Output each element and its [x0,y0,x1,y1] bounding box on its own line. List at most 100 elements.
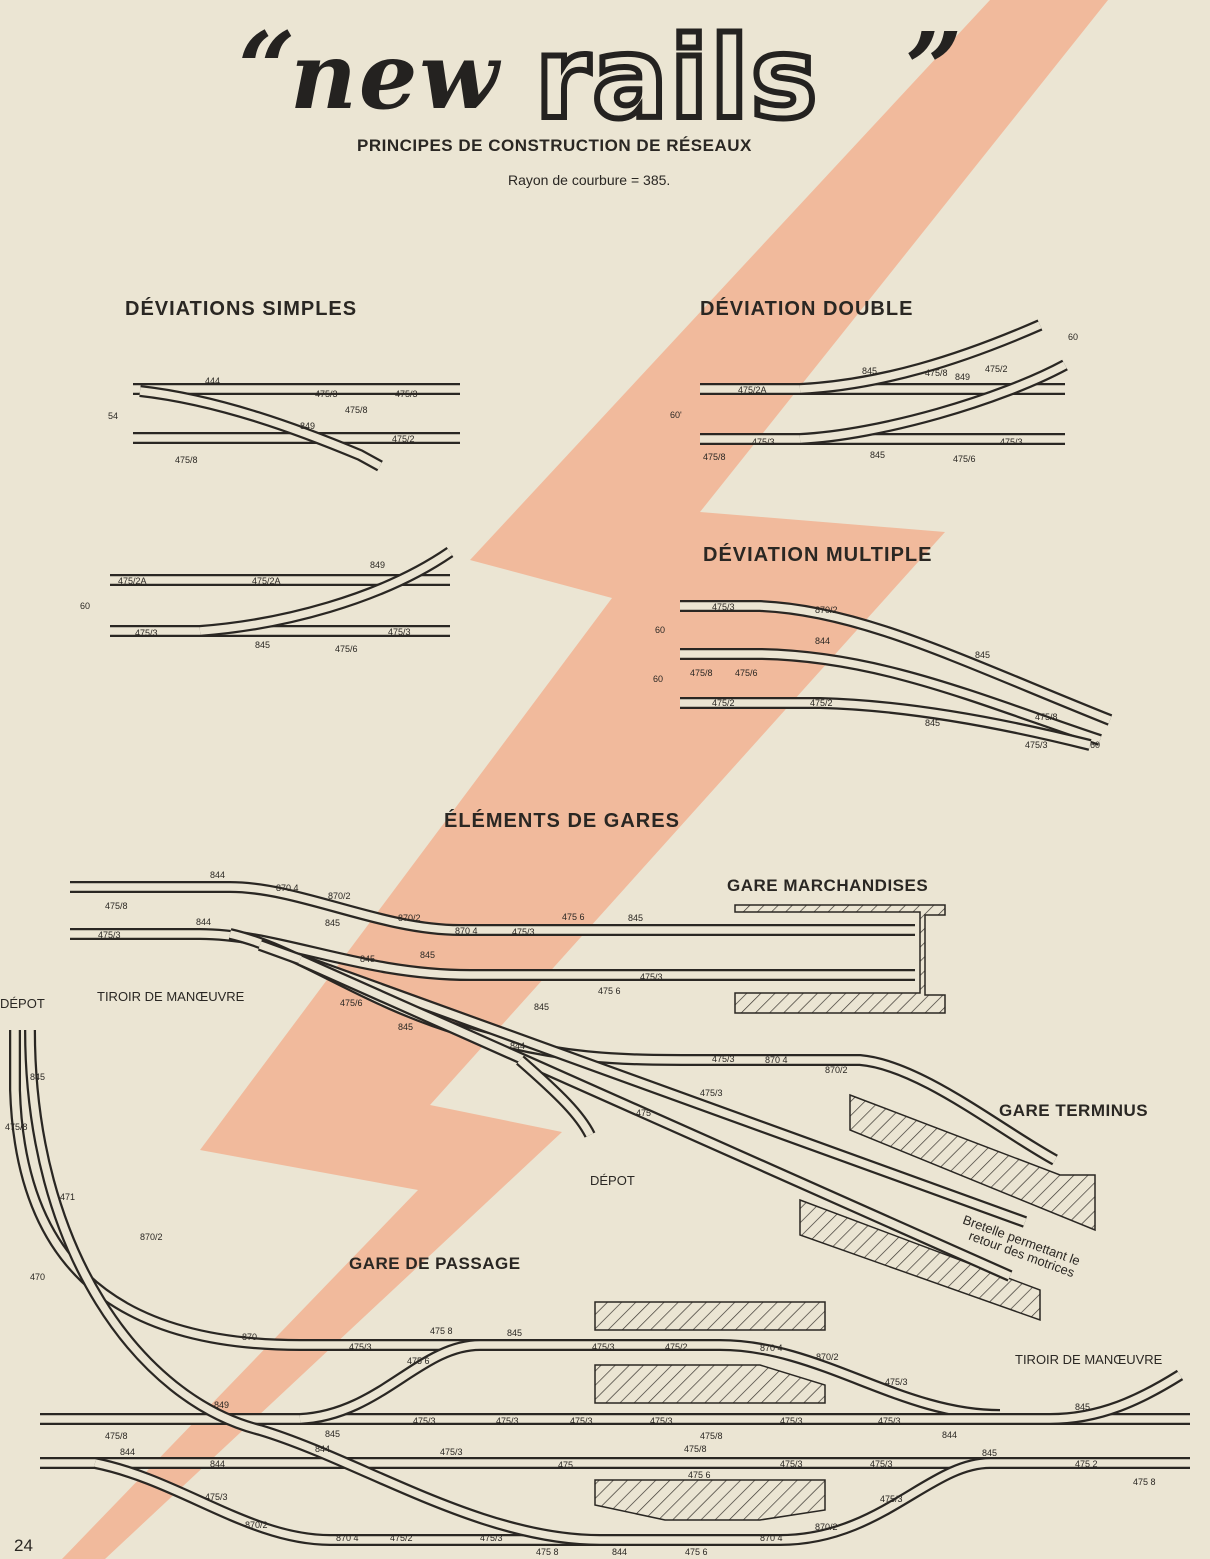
heading-gare-terminus: GARE TERMINUS [999,1101,1149,1120]
track-piece-label: 54 [108,411,118,421]
track-piece-label: 845 [975,650,990,660]
platforms [594,904,1096,1521]
track-segment [258,941,1027,1226]
subtitle: PRINCIPES DE CONSTRUCTION DE RÉSEAUX [357,136,752,155]
track-piece-label: 845 [1075,1402,1090,1412]
track-piece-label: 870/2 [398,913,421,923]
track-piece-label: 475/2 [712,698,735,708]
track-piece-label: 845 [870,450,885,460]
track-piece-label: 471 [60,1192,75,1202]
track-segment [199,548,453,635]
track-segment [517,1057,594,1137]
track-piece-label: 475/2 [665,1342,688,1352]
track-piece-label: 844 [196,917,211,927]
track-piece-label: 845 [30,1072,45,1082]
radius-note: Rayon de courbure = 385. [508,172,671,188]
track-piece-label: 870/2 [815,605,838,615]
track-segment [680,650,1102,744]
track-piece-label: 475/8 [690,668,713,678]
track-piece-label: 444 [205,376,220,386]
track-piece-label: 475/3 [592,1342,615,1352]
track-segment [139,387,382,470]
track-piece-label: 475/3 [878,1416,901,1426]
track-piece-label: 844 [612,1547,627,1557]
track-piece-label: 475/2 [985,364,1008,374]
open-quote: “ [238,10,296,128]
track-piece-label: 844 [510,1041,525,1051]
title-new: new [290,22,501,130]
lightning-bolt [62,0,1108,1559]
track-piece-label: 475/8 [1035,712,1058,722]
track-piece-label: 870/2 [816,1352,839,1362]
track-segment [680,699,1091,749]
track-piece-label: 475/3 [570,1416,593,1426]
page-number: 24 [14,1536,33,1555]
track-labels: 444 475/3 475/3 475/8 54 849 475/2 475/8 475/2A 4… [5,332,1156,1557]
track-segment [799,361,1067,443]
track-piece-label: 475/3 [752,437,775,447]
track-piece-label: 870/2 [815,1522,838,1532]
track-piece-label: 475/3 [780,1416,803,1426]
track-piece-label: 870 4 [760,1533,783,1543]
track-piece-label: 60 [1090,740,1100,750]
track-piece-label: 475/2A [252,576,281,586]
tiroir-label: TIROIR DE MANŒUVRE [1015,1352,1163,1367]
track-piece-label: 845 [507,1328,522,1338]
tracks [9,319,1190,1546]
track-piece-label: 870 4 [336,1533,359,1543]
track-piece-label: 475 [558,1460,573,1470]
track-piece-label: 475/3 [315,389,338,399]
track-piece-label: 844 [210,1459,225,1469]
track-piece-label: 60 [80,601,90,611]
track-piece-label: 870/2 [140,1232,163,1242]
track-piece-label: 475 8 [430,1326,453,1336]
track-piece-label: 475/3 [349,1342,372,1352]
track-piece-label: 845 [534,1002,549,1012]
track-piece-label: 475 2 [1075,1459,1098,1469]
tiroir-label: TIROIR DE MANŒUVRE [97,989,245,1004]
track-piece-label: 475/6 [340,998,363,1008]
track-piece-label: 475/3 [885,1377,908,1387]
track-segment [298,956,1012,1280]
track-segment [94,1459,991,1544]
track-piece-label: 870 [242,1332,257,1342]
depot-label: DÉPOT [0,996,45,1011]
track-segment [799,321,1042,393]
track-piece-label: 844 [210,870,225,880]
track-piece-label: 475/3 [98,930,121,940]
track-piece-label: 60' [670,410,682,420]
track-piece-label: 475/3 [640,972,663,982]
track-piece-label: 470 [30,1272,45,1282]
title-rails-logo: rails [532,11,820,147]
track-piece-label: 475/8 [703,452,726,462]
track-piece-label: 475/8 [684,1444,707,1454]
track-piece-label: 475/3 [650,1416,673,1426]
track-segment [199,547,454,637]
track-piece-label: 475/3 [780,1459,803,1469]
track-piece-label: 870 4 [455,926,478,936]
track-piece-label: 475/3 [480,1533,503,1543]
track-piece-label: 845 [325,1429,340,1439]
track-piece-label: 475/3 [395,389,418,399]
track-piece-label: 475/2 [392,434,415,444]
track-piece-label: 870 4 [765,1055,788,1065]
track-piece-label: 844 [942,1430,957,1440]
track-segment [11,1030,1001,1419]
track-piece-label: 845 [925,718,940,728]
track-piece-label: 849 [370,560,385,570]
track-segment [299,1341,481,1423]
track-piece-label: 475 6 [562,912,585,922]
track-piece-label: 845 [325,918,340,928]
track-piece-label: 475/3 [870,1459,893,1469]
track-piece-label: 475/3 [880,1494,903,1504]
track-piece-label: 475/3 [1025,740,1048,750]
track-piece-label: 475/6 [735,668,758,678]
track-piece-label: 475/3 [496,1416,519,1426]
track-piece-label: 870 4 [276,883,299,893]
track-piece-label: 475/3 [712,602,735,612]
track-piece-label: 845 [255,640,270,650]
track-piece-label: 475/8 [700,1431,723,1441]
track-piece-label: 475 6 [685,1547,708,1557]
heading-deviation-multiple: DÉVIATION MULTIPLE [703,544,933,566]
track-piece-label: 475 8 [536,1547,559,1557]
